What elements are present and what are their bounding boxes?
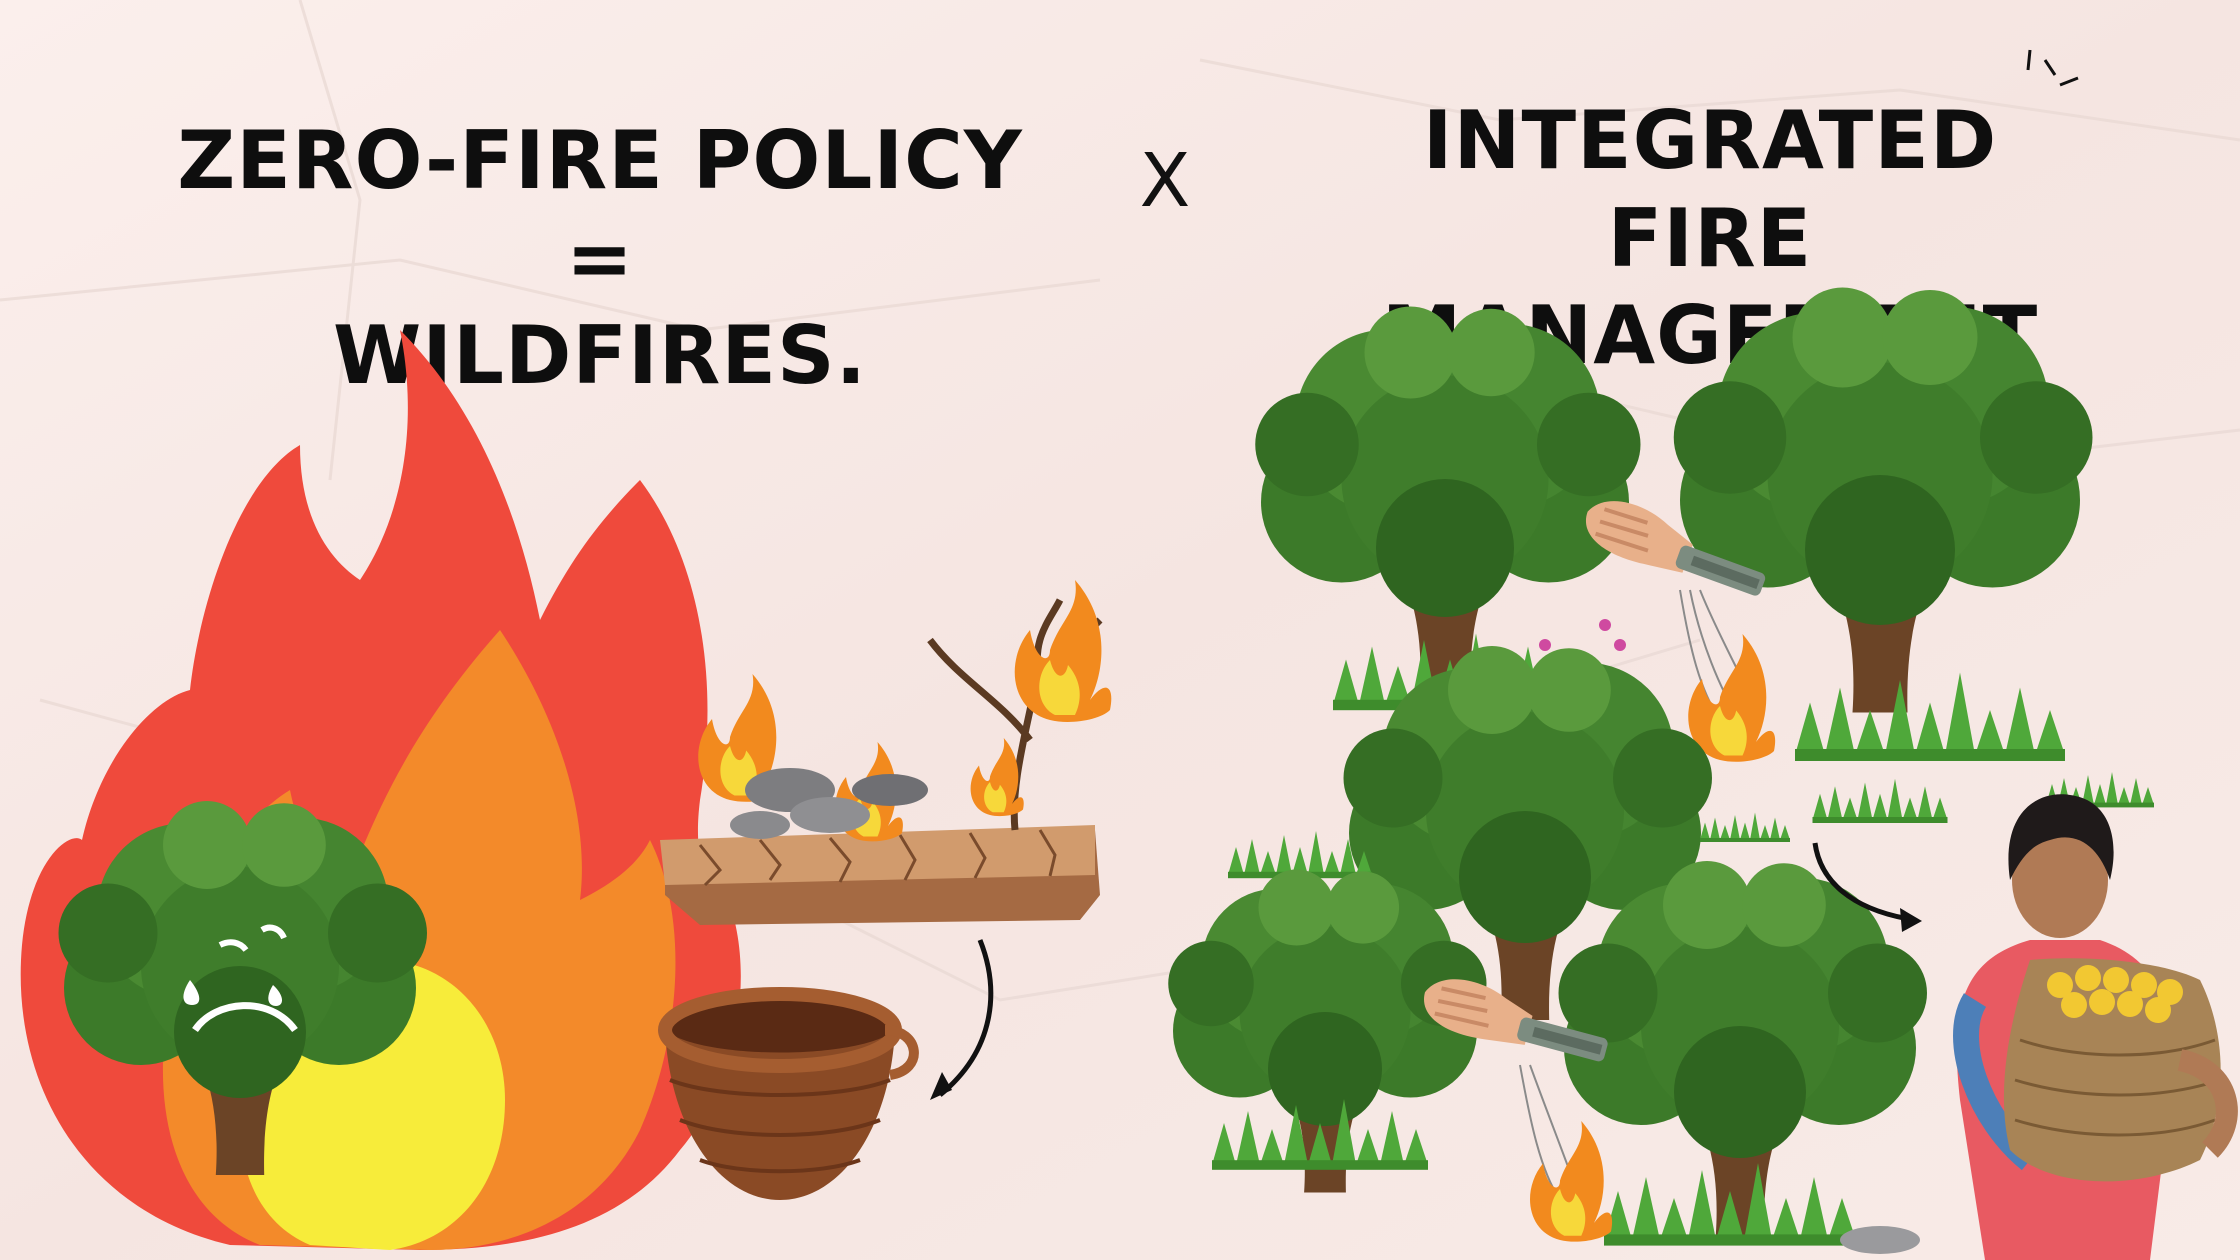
burning-dry-land-icon [660,580,1112,925]
rock-icon [1840,1226,1920,1254]
versus-separator: X [1139,138,1191,224]
large-flame-icon [20,330,741,1250]
tree-top-right [1673,287,2093,713]
curved-arrow-icon [1812,842,1916,923]
title-line-1: ZERO-FIRE POLICY = [177,114,1023,305]
tree-bottom-right [1558,861,1927,1235]
arrowhead-icon [930,1072,952,1100]
title-line-1: INTEGRATED FIRE [1422,94,1998,285]
tree-bottom-left [1168,869,1487,1193]
controlled-burn-flame-icon [1530,1121,1613,1242]
woman-with-fruit-basket [1953,794,2238,1260]
emphasis-marks-icon [2026,49,2079,87]
grass-patch-icon [1812,778,1948,823]
tree-top-left [1255,306,1641,698]
grass-patch-icon [1795,672,2065,761]
curved-arrow-icon [938,939,994,1097]
sad-tree-icon [58,801,427,1175]
grass-patch-icon [1700,812,1790,842]
flowers-icon [1539,619,1626,651]
empty-basket-icon [658,987,919,1200]
controlled-burn-flame-icon [1688,634,1776,762]
arrowhead-icon [1900,908,1922,932]
